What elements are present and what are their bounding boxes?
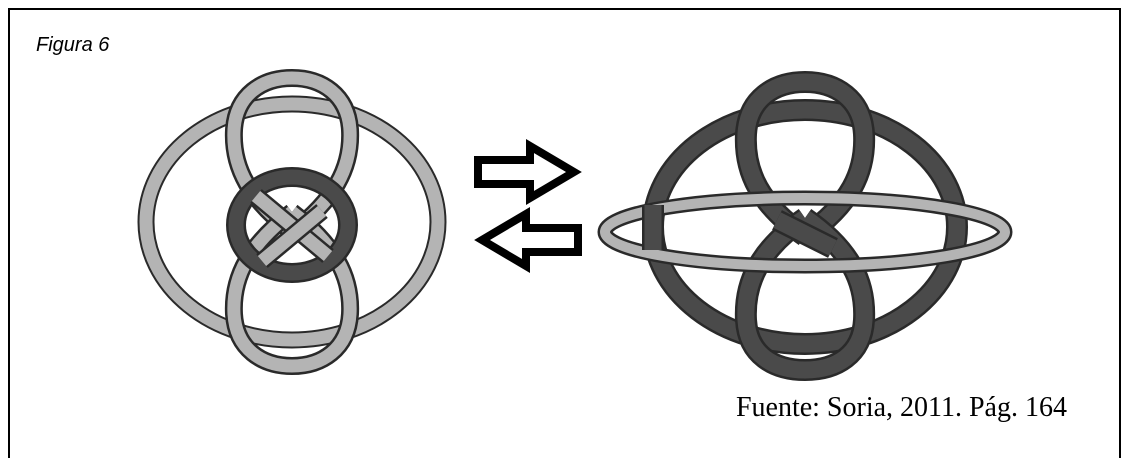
right-upper-loop [737, 73, 873, 243]
right-lower-loop [737, 211, 873, 379]
right-knot-diagram [597, 70, 1013, 382]
figure-frame [8, 8, 1121, 458]
arrow-left-icon [474, 206, 582, 274]
arrow-right-icon [474, 138, 582, 206]
right-horizontal-ring [600, 193, 1010, 271]
figure-caption: Figura 6 [36, 34, 110, 56]
left-lower-loop [227, 206, 357, 373]
left-upper-loop [227, 71, 357, 238]
right-crossing [773, 212, 837, 256]
left-knot-diagram [137, 68, 447, 376]
left-outer-ring [139, 97, 445, 347]
figure-source: Fuente: Soria, 2011. Pág. 164 [735, 392, 1067, 423]
left-inner-ring [228, 169, 356, 281]
left-crossing-b [257, 206, 327, 266]
